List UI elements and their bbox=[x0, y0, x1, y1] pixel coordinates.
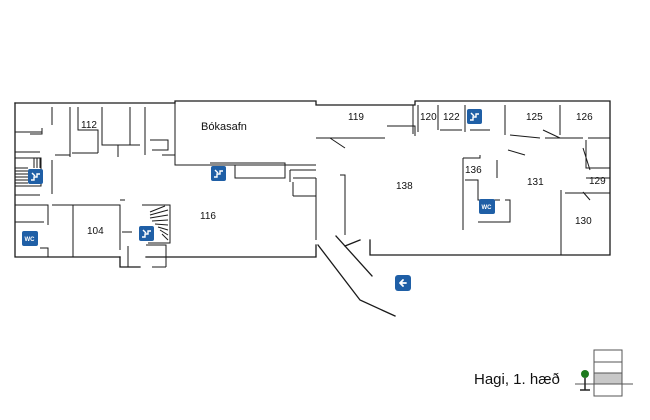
room-119-label: 119 bbox=[348, 112, 364, 123]
location-marker-icon bbox=[581, 370, 589, 378]
wc-icon-label: WC bbox=[482, 205, 493, 211]
stairs-icon bbox=[467, 109, 482, 124]
room-120-label: 120 bbox=[420, 112, 437, 123]
room-126-label: 126 bbox=[576, 112, 593, 123]
stairs-icon bbox=[211, 166, 226, 181]
room-136-label: 136 bbox=[465, 165, 482, 176]
room-labels: 112 Bókasafn 119 120 122 125 126 136 138… bbox=[81, 112, 606, 237]
stairs-icon bbox=[28, 169, 43, 184]
room-116-label: 116 bbox=[200, 211, 216, 222]
room-122-label: 122 bbox=[443, 112, 460, 123]
room-bokasafn-label: Bókasafn bbox=[201, 121, 247, 133]
room-125-label: 125 bbox=[526, 112, 543, 123]
map-title: Hagi, 1. hæð bbox=[474, 371, 560, 388]
staircase-center bbox=[142, 204, 171, 244]
wc-icon-label: WC bbox=[25, 237, 36, 243]
room-129-label: 129 bbox=[589, 176, 606, 187]
exit-arrow-icon bbox=[395, 275, 411, 291]
room-112-label: 112 bbox=[81, 120, 97, 131]
stairs-icon bbox=[139, 226, 154, 241]
room-130-label: 130 bbox=[575, 216, 592, 227]
building-walls bbox=[14, 100, 611, 317]
room-104-label: 104 bbox=[87, 226, 104, 237]
floor-indicator bbox=[575, 349, 633, 397]
room-131-label: 131 bbox=[527, 177, 544, 188]
room-138-label: 138 bbox=[396, 181, 413, 192]
current-floor-highlight bbox=[593, 372, 623, 385]
wc-icon: WC bbox=[479, 199, 495, 214]
wc-icon: WC bbox=[22, 231, 38, 246]
